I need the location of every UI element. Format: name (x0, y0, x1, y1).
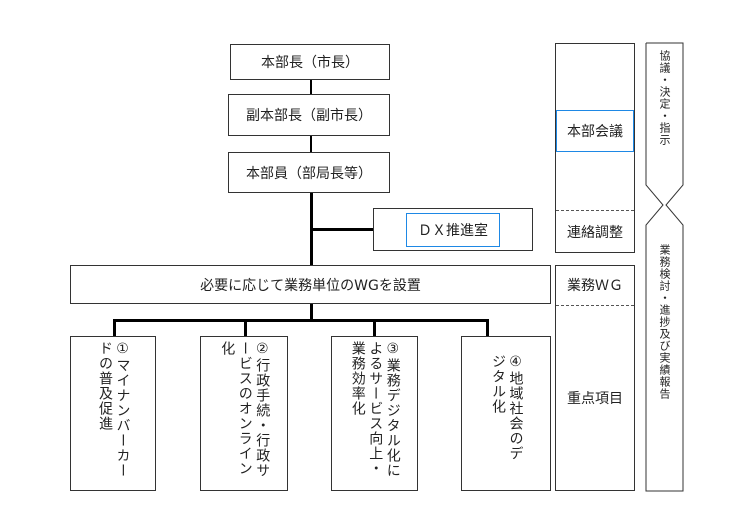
trunk-line-1 (310, 78, 312, 94)
dx-office-box: ＤＸ推進室 (406, 212, 500, 247)
coordination-cell: 連絡調整 (556, 211, 634, 252)
head-box: 本部長（市長） (230, 44, 390, 80)
wg-label-1: ①マイナンバーカードの普及促進 (97, 340, 131, 478)
dx-office-label: ＤＸ推進室 (418, 222, 488, 239)
wg-box-1: ①マイナンバーカードの普及促進 (70, 336, 156, 491)
top-divider (556, 210, 634, 211)
wg-cell: 業務ＷＧ (556, 266, 634, 304)
right-column-bottom: 業務ＷＧ 重点項目 (555, 265, 635, 491)
wg-label-4: ④地域社会のデジタル化 (490, 353, 524, 461)
wg-box-4: ④地域社会のデジタル化 (461, 336, 551, 491)
side-label-top: 協議・決定・指示 (658, 50, 671, 146)
meeting-box: 本部会議 (556, 110, 634, 152)
meeting-label: 本部会議 (567, 124, 623, 140)
wg-label-2: ②行政手続・行政サービスのオンライン化 (219, 340, 271, 478)
wg-banner-label: 必要に応じて業務単位のWGを設置 (200, 277, 421, 294)
wg-horizontal-line (113, 319, 489, 322)
trunk-line-2 (310, 136, 312, 152)
wg-box-2: ②行政手続・行政サービスのオンライン化 (200, 336, 288, 491)
wg-drop-1 (113, 319, 116, 337)
wg-box-3: ③業務デジタル化によるサービス向上・業務効率化 (331, 336, 418, 491)
head-label: 本部長（市長） (261, 55, 359, 71)
bottom-divider (556, 305, 634, 306)
deputy-box: 副本部長（副市長） (228, 94, 390, 136)
members-box: 本部員（部局長等） (228, 152, 390, 193)
wg-drop-4 (486, 319, 489, 337)
wg-drop-2 (244, 319, 247, 337)
coordination-label: 連絡調整 (567, 224, 623, 241)
priority-cell: 重点項目 (556, 306, 634, 490)
wg-label: 業務ＷＧ (567, 278, 623, 294)
deputy-label: 副本部長（副市長） (246, 108, 372, 124)
side-label-bottom: 業務検討・進捗及び実績報告 (658, 244, 671, 400)
wg-banner-box: 必要に応じて業務単位のWGを設置 (70, 265, 551, 304)
priority-label: 重点項目 (567, 391, 623, 407)
side-label-top-wrap: 協議・決定・指示 (646, 50, 683, 190)
wg-drop-3 (373, 319, 376, 337)
wg-label-3: ③業務デジタル化によるサービス向上・業務効率化 (349, 340, 401, 478)
dx-branch-line (311, 228, 374, 231)
members-label: 本部員（部局長等） (246, 165, 372, 182)
dx-office-outer: ＤＸ推進室 (373, 208, 533, 251)
trunk-line-4 (310, 304, 313, 320)
side-label-bottom-wrap: 業務検討・進捗及び実績報告 (646, 244, 683, 484)
right-column-top: 本部会議 連絡調整 (555, 43, 635, 253)
